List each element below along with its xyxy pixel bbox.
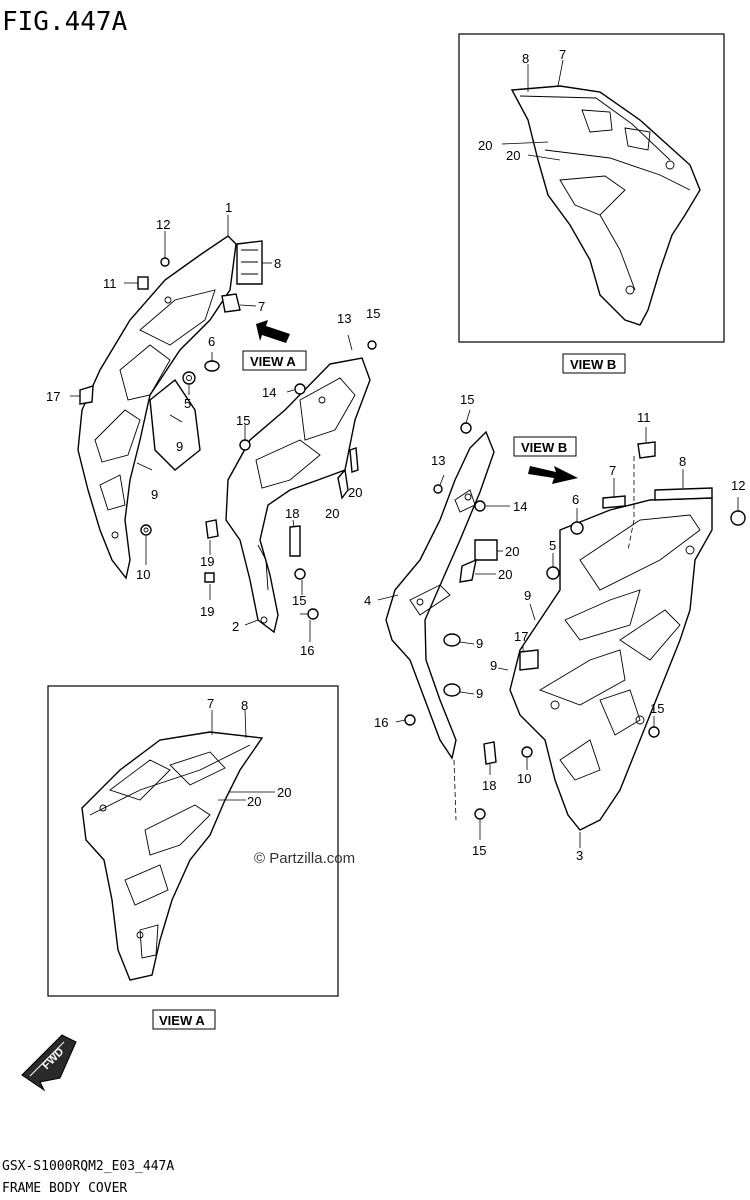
callout-9: 9 — [490, 658, 497, 673]
callout-7: 7 — [559, 47, 566, 62]
callout-20: 20 — [247, 794, 261, 809]
svg-text:VIEW A: VIEW A — [159, 1013, 205, 1028]
callout-9: 9 — [176, 439, 183, 454]
callout-20: 20 — [498, 567, 512, 582]
watermark: © Partzilla.com — [254, 850, 355, 867]
callout-6: 6 — [572, 492, 579, 507]
callout-19: 19 — [200, 604, 214, 619]
callout-15: 15 — [460, 392, 474, 407]
fwd-arrow-icon: FWD — [21, 1034, 77, 1092]
left-assembly: 1 8 7 12 11 6 5 17 9 9 10 — [46, 200, 281, 582]
view-a-label-bottom: VIEW A — [152, 1009, 216, 1030]
callout-7: 7 — [258, 299, 265, 314]
callout-17: 17 — [514, 629, 528, 644]
callout-15: 15 — [472, 843, 486, 858]
callout-8: 8 — [274, 256, 281, 271]
callout-15: 15 — [236, 413, 250, 428]
callout-2: 2 — [232, 619, 239, 634]
callout-20: 20 — [277, 785, 291, 800]
callout-13: 13 — [337, 311, 351, 326]
callout-9: 9 — [476, 686, 483, 701]
callout-18: 18 — [482, 778, 496, 793]
figure-id: FIG.447A — [2, 7, 128, 37]
callout-8: 8 — [241, 698, 248, 713]
svg-text:VIEW B: VIEW B — [521, 440, 567, 455]
callout-8: 8 — [522, 51, 529, 66]
figure-title: FRAME BODY COVER — [2, 1181, 127, 1196]
callout-16: 16 — [300, 643, 314, 658]
callout-9: 9 — [524, 588, 531, 603]
callout-15: 15 — [366, 306, 380, 321]
callout-19: 19 — [200, 554, 214, 569]
view-b-label-right: VIEW B — [513, 436, 577, 457]
svg-text:VIEW B: VIEW B — [570, 357, 616, 372]
callout-10: 10 — [517, 771, 531, 786]
callout-5: 5 — [184, 396, 191, 411]
callout-1: 1 — [225, 200, 232, 215]
view-a-label: VIEW A — [242, 350, 307, 371]
model-code: GSX-S1000RQM2_E03_447A — [2, 1159, 174, 1174]
center-assembly: 13 15 14 15 20 20 18 19 19 15 2 16 — [200, 306, 380, 658]
view-a-inset: 7 8 20 20 — [47, 685, 339, 997]
view-b-label: VIEW B — [562, 353, 626, 374]
callout-9: 9 — [476, 636, 483, 651]
callout-8: 8 — [679, 454, 686, 469]
callout-20: 20 — [506, 148, 520, 163]
callout-16: 16 — [374, 715, 388, 730]
callout-15: 15 — [650, 701, 664, 716]
callout-20: 20 — [478, 138, 492, 153]
callout-13: 13 — [431, 453, 445, 468]
callout-9: 9 — [151, 487, 158, 502]
view-b-inset: 8 7 20 20 — [458, 33, 725, 343]
callout-10: 10 — [136, 567, 150, 582]
callout-4: 4 — [364, 593, 371, 608]
view-arrow-icon — [256, 320, 290, 343]
callout-12: 12 — [156, 217, 170, 232]
callout-6: 6 — [208, 334, 215, 349]
callout-7: 7 — [609, 463, 616, 478]
callout-11: 11 — [103, 276, 117, 291]
callout-20: 20 — [348, 485, 362, 500]
callout-11: 11 — [637, 410, 651, 425]
callout-14: 14 — [262, 385, 276, 400]
callout-14: 14 — [513, 499, 527, 514]
callout-18: 18 — [285, 506, 299, 521]
callout-3: 3 — [576, 848, 583, 863]
callout-20: 20 — [325, 506, 339, 521]
callout-7: 7 — [207, 696, 214, 711]
callout-5: 5 — [549, 538, 556, 553]
view-arrow-icon — [528, 466, 578, 484]
callout-15: 15 — [292, 593, 306, 608]
right-assembly: 15 13 14 20 20 4 9 9 16 18 10 15 3 11 7 … — [364, 392, 746, 863]
callout-12: 12 — [731, 478, 745, 493]
callout-20: 20 — [505, 544, 519, 559]
svg-text:VIEW A: VIEW A — [250, 354, 296, 369]
callout-17: 17 — [46, 389, 60, 404]
